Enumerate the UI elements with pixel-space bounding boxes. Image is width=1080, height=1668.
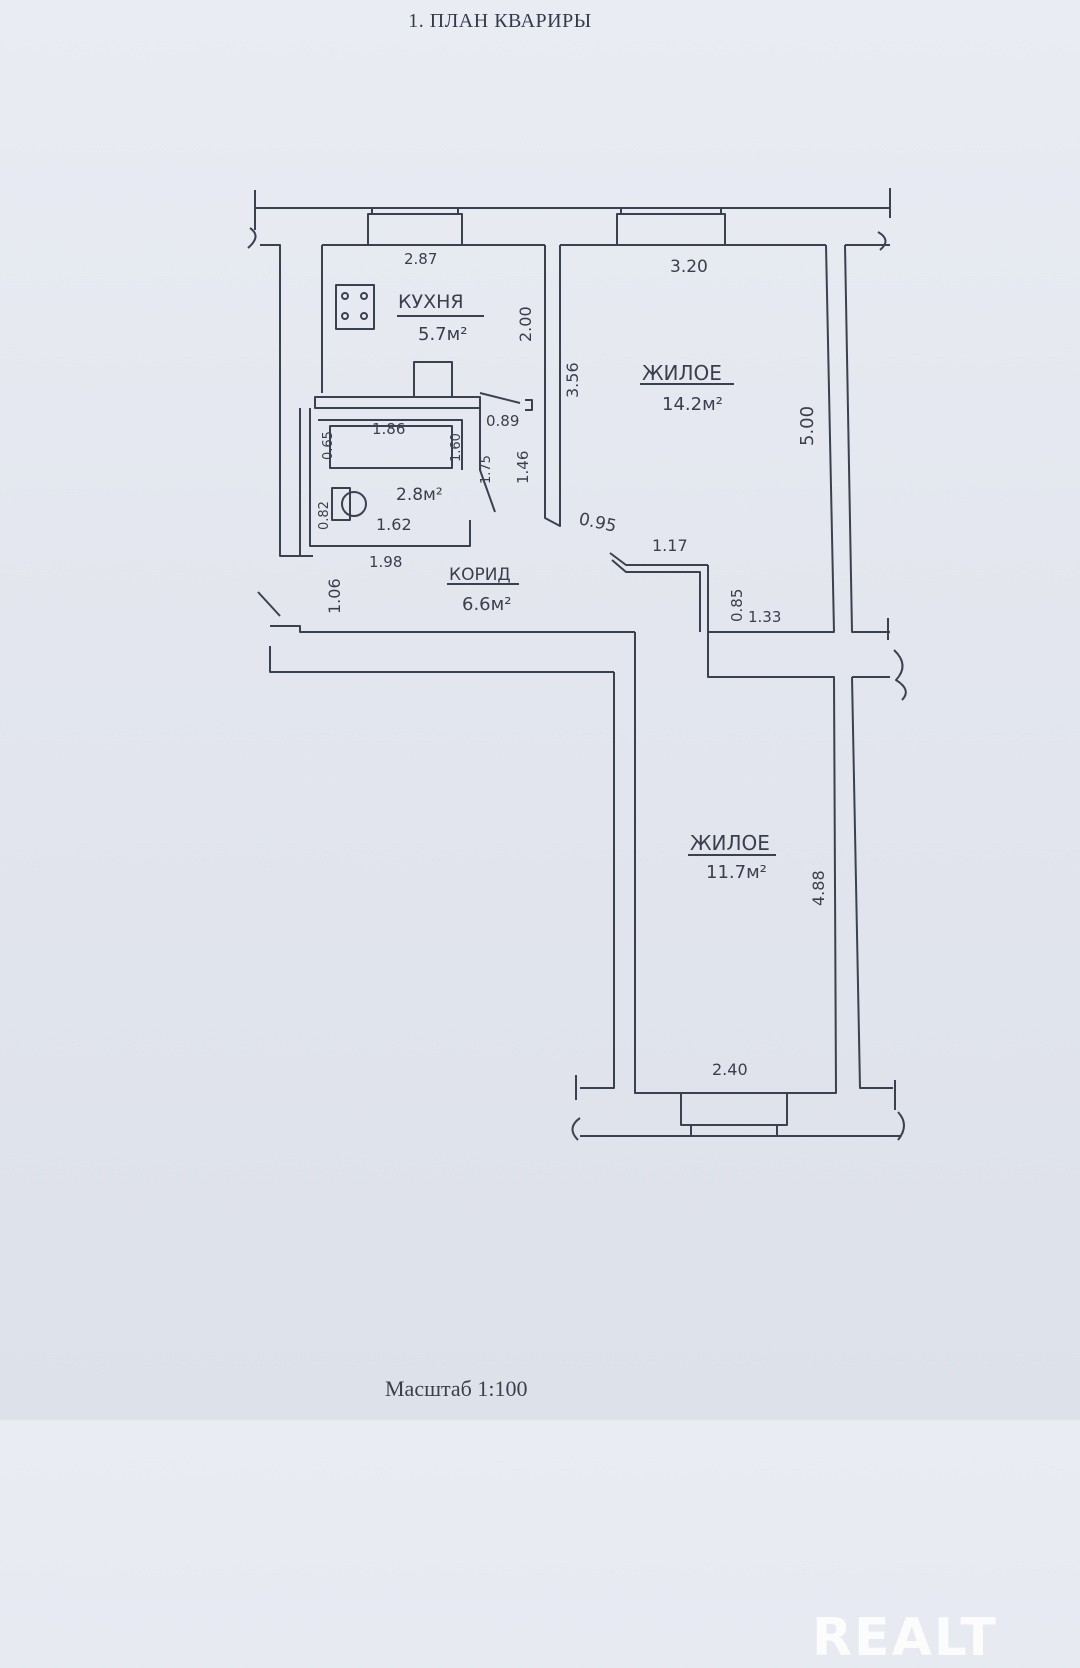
partition-wall <box>544 245 561 527</box>
dim-bath-160: 1.60 <box>449 433 464 462</box>
living2-label: ЖИЛОЕ <box>690 831 770 855</box>
bathtub <box>329 425 453 469</box>
dim-corr-106: 1.06 <box>325 578 344 614</box>
dim-bath-146: 1.46 <box>514 451 532 484</box>
page-title: 1. ПЛАН КВАРИРЫ <box>408 10 592 32</box>
dim-living1-height: 5.00 <box>797 406 818 446</box>
corridor-area: 6.6м² <box>462 594 511 615</box>
kitchen-label: КУХНЯ <box>398 291 464 313</box>
scale-label: Масштаб 1:100 <box>385 1376 528 1401</box>
dim-kitchen-height: 2.00 <box>516 306 535 342</box>
dim-bath-162: 1.62 <box>376 515 412 534</box>
dim-bath-186: 1.86 <box>372 420 405 438</box>
stove <box>335 284 375 330</box>
floor-plan: КУХНЯ 5.7м² 2.8м² КОРИД 6.6м² ЖИЛОЕ 14.2… <box>247 188 907 1141</box>
living1-label: ЖИЛОЕ <box>642 361 722 385</box>
living1-area: 14.2м² <box>662 394 723 415</box>
dim-living2-height: 4.88 <box>809 870 828 906</box>
dim-living1-width: 3.20 <box>670 257 708 277</box>
toilet <box>331 487 351 521</box>
dim-kitchen-width: 2.87 <box>404 250 437 268</box>
dim-door-089: 0.89 <box>486 412 519 430</box>
corridor-label: КОРИД <box>449 565 511 585</box>
dim-corr-095: 0.95 <box>577 509 618 536</box>
window-living2 <box>680 1092 788 1126</box>
living2-area: 11.7м² <box>706 862 767 883</box>
dim-corr-133: 1.33 <box>748 608 781 626</box>
watermark-logo: REALT <box>812 1608 998 1668</box>
dim-bath-082: 0.82 <box>317 501 332 530</box>
dim-living2-width: 2.40 <box>712 1060 748 1079</box>
kitchen-area: 5.7м² <box>418 324 467 345</box>
dim-wall-356: 3.56 <box>563 362 582 398</box>
dim-corr-198: 1.98 <box>369 553 402 571</box>
dim-corr-117: 1.17 <box>652 536 688 555</box>
bath-area: 2.8м² <box>396 485 443 505</box>
window-living1 <box>616 213 726 246</box>
dim-corr-085: 0.85 <box>728 589 746 622</box>
window-kitchen <box>367 213 463 246</box>
dim-bath-065: 0.65 <box>321 431 336 460</box>
dim-bath-175: 1.75 <box>479 455 494 484</box>
sink <box>413 361 453 398</box>
